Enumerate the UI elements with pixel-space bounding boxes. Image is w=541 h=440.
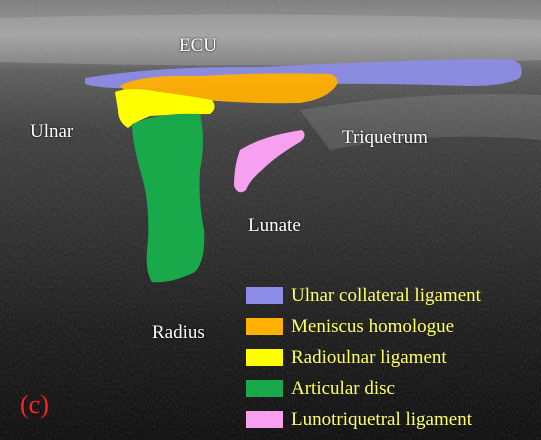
bright-tissue-band [0, 14, 541, 66]
legend-swatch-radioulnar-ligament [246, 349, 283, 366]
legend-label: Meniscus homologue [291, 315, 455, 337]
legend-item: Lunotriquetral ligament [246, 404, 541, 435]
legend-item: Meniscus homologue [246, 311, 541, 342]
legend-item: Articular disc [246, 373, 541, 404]
radioulnar-ligament-region [115, 89, 215, 128]
legend-swatch-lunotriquetral-ligament [246, 411, 283, 428]
legend-label: Ulnar collateral ligament [291, 284, 481, 306]
legend-swatch-ulnar-collateral-ligament [246, 287, 283, 304]
lunotriquetral-ligament-region [234, 130, 305, 193]
triquetrum-echo [300, 94, 541, 150]
legend-swatch-articular-disc [246, 380, 283, 397]
legend-label: Radioulnar ligament [291, 346, 447, 368]
triquetrum-label: Triquetrum [342, 127, 428, 148]
ecu-label: ECU [179, 35, 217, 56]
legend-label: Articular disc [291, 377, 395, 399]
panel-tag: (c) [20, 390, 49, 419]
legend-item: Ulnar collateral ligament [246, 280, 541, 311]
ulnar-label: Ulnar [30, 121, 74, 142]
legend: Ulnar collateral ligament Meniscus homol… [246, 280, 541, 435]
radius-label: Radius [152, 322, 205, 343]
articular-disc-region [132, 113, 205, 283]
lunate-label: Lunate [248, 215, 301, 236]
legend-swatch-meniscus-homologue [246, 318, 283, 335]
legend-item: Radioulnar ligament [246, 342, 541, 373]
legend-label: Lunotriquetral ligament [291, 408, 472, 430]
